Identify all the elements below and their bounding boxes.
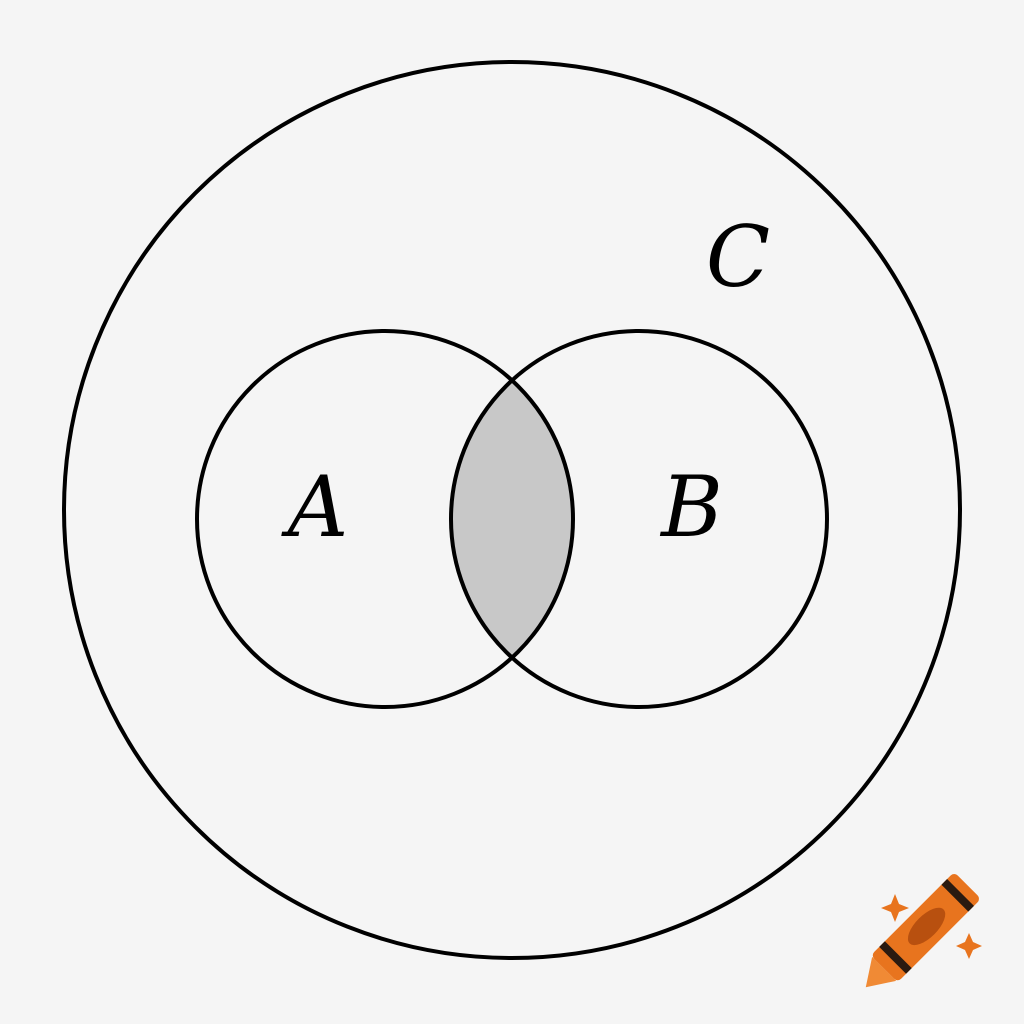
set-c-label: C (706, 208, 770, 306)
set-a-circle (195, 329, 575, 709)
set-b-circle (449, 329, 829, 709)
set-b-label: B (659, 458, 723, 556)
intersection-ab-region (451, 331, 573, 707)
set-a-label: A (281, 458, 349, 556)
sparkle-icon (881, 894, 982, 959)
set-c-circle (62, 60, 962, 960)
crayon-icon (865, 874, 979, 988)
